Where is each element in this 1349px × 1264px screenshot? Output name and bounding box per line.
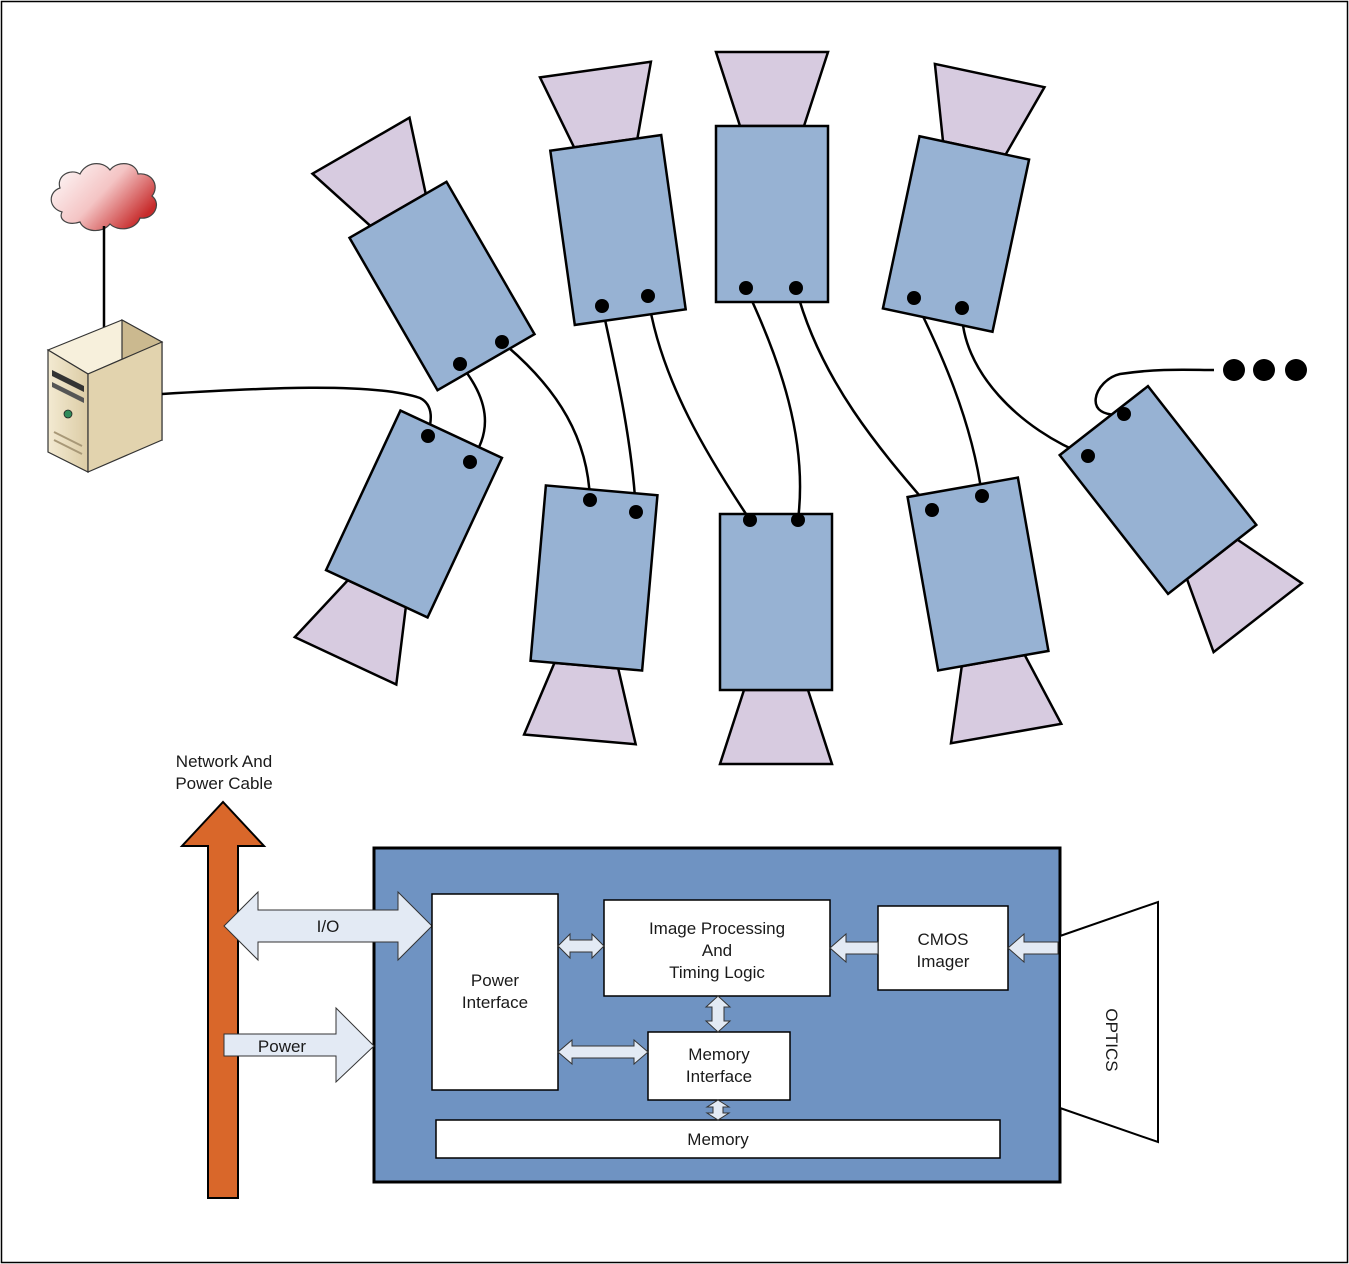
power-interface-block	[431, 893, 559, 1091]
camera-unit	[310, 115, 537, 392]
camera-unit	[292, 408, 504, 687]
camera-body	[347, 180, 537, 392]
cable-connector-dot	[453, 357, 467, 371]
cable-camera-5-to-camera-6a	[744, 287, 802, 521]
arrow-power-interface-memory-interface	[557, 1038, 649, 1066]
cable-server-to-camera-1	[161, 386, 432, 437]
optics-lens	[1059, 900, 1159, 1144]
image-processing-label-line2: And	[702, 941, 732, 960]
arrow-power-interface-image-processing	[557, 932, 605, 960]
cable-camera-2-to-camera-3	[501, 341, 592, 501]
cable-label-line1: Network And	[176, 752, 272, 771]
camera-body	[324, 408, 504, 620]
power-interface-label-line1: Power	[471, 971, 520, 990]
cable-connector-dot	[583, 493, 597, 507]
power-arrow	[223, 1006, 375, 1084]
cmos-label-line2: Imager	[917, 952, 970, 971]
arrow-image-processing-memory-interface	[704, 995, 732, 1033]
image-processing-label-line1: Image Processing	[649, 919, 785, 938]
optics-label: OPTICS	[1102, 1008, 1121, 1071]
cable-connector-dot	[907, 291, 921, 305]
cable-connector-dot	[1081, 449, 1095, 463]
camera-body	[714, 124, 830, 304]
cable-connector-dot	[791, 513, 805, 527]
cable-connector-dot	[743, 513, 757, 527]
camera-unit	[522, 484, 659, 746]
cable-connector-dot	[1117, 407, 1131, 421]
cloud-icon	[50, 163, 157, 232]
cable-connector-dot	[955, 301, 969, 315]
camera-unit	[881, 62, 1047, 334]
server-icon	[46, 318, 164, 473]
cable-camera-3-to-camera-4a	[600, 305, 638, 513]
cable-connector-dot	[789, 281, 803, 295]
ellipsis-icon	[1223, 359, 1307, 381]
cable-label-line2: Power Cable	[175, 774, 272, 793]
memory-interface-label-line2: Interface	[686, 1067, 752, 1086]
camera-network	[46, 50, 1307, 766]
image-processing-block	[603, 899, 831, 997]
cable-connector-dot	[421, 429, 435, 443]
camera-body	[529, 484, 659, 672]
camera-unit	[906, 476, 1064, 745]
power-interface-label-line2: Interface	[462, 993, 528, 1012]
cable-camera-6-to-camera-7	[794, 287, 933, 511]
cable-connector-dot	[925, 503, 939, 517]
camera-body	[548, 133, 688, 327]
cable-connector-dot	[495, 335, 509, 349]
cable-connector-dot	[463, 455, 477, 469]
memory-label: Memory	[687, 1130, 749, 1149]
camera-body	[881, 134, 1031, 334]
memory-block	[435, 1119, 1001, 1159]
camera-unit	[718, 512, 834, 766]
arrow-optics-to-cmos	[1007, 932, 1059, 964]
power-label: Power	[258, 1037, 307, 1056]
cable-connector-dot	[739, 281, 753, 295]
cable-camera-8-to-camera-9	[960, 307, 1089, 458]
cmos-label-line1: CMOS	[918, 930, 969, 949]
camera-body	[906, 476, 1050, 672]
arrow-memory-interface-memory	[705, 1099, 731, 1121]
cable-connector-dot	[975, 489, 989, 503]
camera-unit	[538, 60, 688, 327]
memory-interface-block	[647, 1031, 791, 1101]
cable-camera-9-to-continuation	[1094, 368, 1215, 416]
network-power-cable-arrow	[179, 800, 267, 1199]
cable-connector-dot	[641, 289, 655, 303]
camera-unit	[1057, 384, 1304, 655]
cmos-imager-block	[877, 905, 1009, 991]
arrow-cmos-to-image-processing	[829, 932, 879, 964]
camera-body	[718, 512, 834, 692]
camera-block-diagram: Network And Power Cable OPTICS I/O Power…	[175, 752, 1159, 1199]
camera-group	[292, 50, 1304, 766]
camera-body	[1057, 384, 1259, 596]
image-processing-label-line3: Timing Logic	[669, 963, 765, 982]
cable-camera-4-to-camera-5	[646, 295, 752, 521]
cable-connector-dot	[629, 505, 643, 519]
io-label: I/O	[317, 917, 340, 936]
memory-interface-label-line1: Memory	[688, 1045, 750, 1064]
camera-unit	[714, 50, 830, 304]
cable-connector-dot	[595, 299, 609, 313]
